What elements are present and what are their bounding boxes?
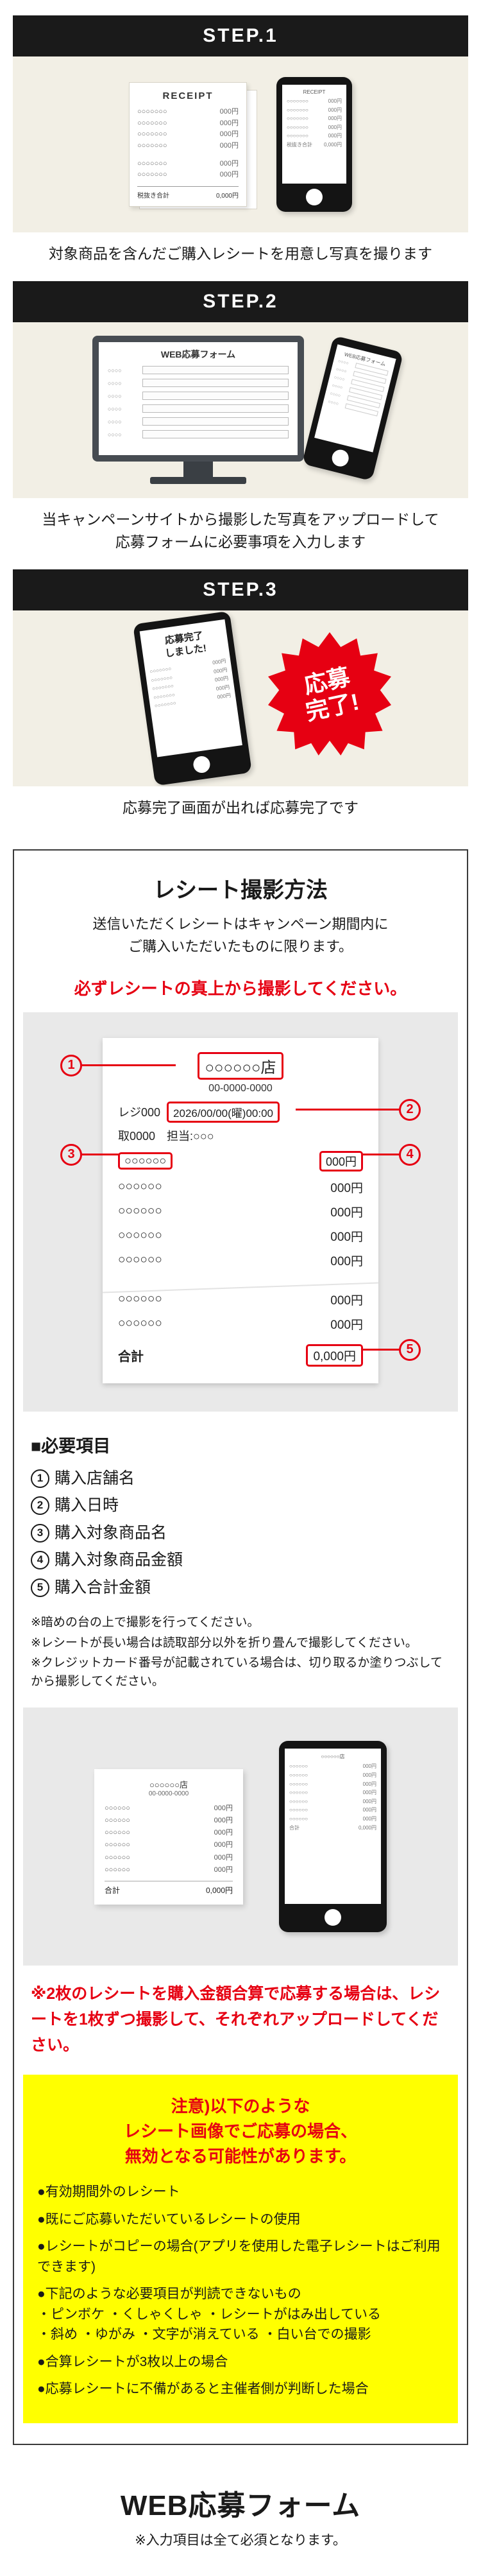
receipt-sample-illustration: ○○○○○○店 00-0000-0000 レジ000 2026/00/00(曜)… [23,1012,458,1412]
step-2-caption: 当キャンペーンサイトから撮影した写真をアップロードして 応募フォームに必要事項を… [42,510,439,551]
phone-home-button-icon [325,1909,341,1926]
smartphone-illustration: ○○○○○○店 ○○○○○○000円 ○○○○○○000円 ○○○○○○000円… [279,1741,387,1933]
smartphone-illustration: 応募完了 しました! ○○○○○○○000円 ○○○○○○○000円 ○○○○○… [133,610,252,786]
shooting-guide-section: レシート撮影方法 送信いただくレシートはキャンペーン期間内に ご購入いただいたも… [13,849,468,2445]
caution-item: ●合算レシートが3枚以上の場合 [37,2354,228,2369]
phone-screen: RECEIPT ○○○○○○○000円 ○○○○○○○000円 ○○○○○○○0… [282,85,346,184]
annotation-line-3 [81,1153,119,1155]
caution-item: ●応募レシートに不備があると主催者側が判断した場合 [37,2382,369,2397]
form-input-illustration [142,379,289,388]
caution-list: ●有効期間外のレシート ●既にご応募いただいているレシートの使用 ●レシートがコ… [37,2182,444,2399]
store-name-highlight: ○○○○○○店 [197,1051,284,1080]
annotation-circle-2: 2 [399,1098,421,1121]
shooting-note: ※レシートが長い場合は読取部分以外を折り畳んで撮影してください。 [31,1636,418,1650]
receipt-stack-illustration: RECEIPT ○○○○○○○000円 ○○○○○○○000円 ○○○○○○○0… [129,82,257,210]
caution-title: 注意)以下のような レシート画像でご応募の場合、 無効となる可能性があります。 [123,2096,357,2166]
form-input-illustration [142,417,289,426]
step-3-illustration: 応募完了 しました! ○○○○○○○000円 ○○○○○○○000円 ○○○○○… [13,610,468,786]
annotation-circle-3: 3 [60,1143,82,1166]
step-2-header: STEP.2 [13,281,468,322]
two-receipts-note: ※2枚のレシートを購入金額合算で応募する場合は、レシートを1枚ずつ撮影して、それ… [31,1985,441,2055]
register-number: レジ000 [118,1106,161,1119]
complete-screen-text: 応募完了 しました! [164,630,207,659]
web-form-screen-title: WEB応募フォーム [160,349,236,360]
photographing-illustration: ○○○○○○店 00-0000-0000 ○○○○○○000円 ○○○○○○00… [23,1707,458,1966]
item-price-highlight: 000円 [319,1150,363,1171]
step-1-illustration: RECEIPT ○○○○○○○000円 ○○○○○○○000円 ○○○○○○○0… [13,56,468,232]
phone-home-button-icon [330,447,351,469]
step-1-label: STEP.1 [203,25,278,46]
guide-warning: 必ずレシートの真上から撮影してください。 [74,978,407,998]
annotation-circle-5: 5 [399,1338,421,1361]
caution-item: ●既にご応募いただいているレシートの使用 [37,2211,301,2227]
phone-screen: 応募完了 しました! ○○○○○○○000円 ○○○○○○○000円 ○○○○○… [139,619,242,757]
annotation-circle-4: 4 [399,1143,421,1166]
shooting-notes-list: ※暗めの台の上で撮影を行ってください。 ※レシートが長い場合は読取部分以外を折り… [31,1614,450,1691]
step-3-header: STEP.3 [13,569,468,610]
step-2-illustration: WEB応募フォーム ○○○○ ○○○○ ○○○○ ○○○○ ○○○○ ○○○○ … [13,322,468,498]
step-1-header: STEP.1 [13,15,468,56]
step-1-caption: 対象商品を含んだご購入レシートを用意し写真を撮ります [49,245,432,262]
phone-screen: WEB応募フォーム ○○○○ ○○○○ ○○○○ ○○○○ ○○○○ ○○○○ [314,343,396,453]
annotation-line-4 [362,1153,400,1155]
phone-home-button-icon [192,755,212,774]
step-2-section: STEP.2 WEB応募フォーム ○○○○ ○○○○ ○○○○ ○○○○ ○○○… [0,281,481,554]
form-input-illustration [142,430,289,439]
phone-home-button-icon [306,189,323,205]
monitor-screen: WEB応募フォーム ○○○○ ○○○○ ○○○○ ○○○○ ○○○○ ○○○○ [99,342,298,456]
caution-box: 注意)以下のような レシート画像でご応募の場合、 無効となる可能性があります。 … [23,2075,458,2423]
complete-badge-text: 応募 完了! [301,662,362,725]
receipt-illustration: RECEIPT ○○○○○○○000円 ○○○○○○○000円 ○○○○○○○0… [129,82,247,207]
total-amount-highlight: 0,000円 [306,1344,363,1367]
form-input-illustration [142,404,289,413]
annotation-circle-1: 1 [60,1054,82,1076]
step-3-section: STEP.3 応募完了 しました! ○○○○○○○000円 ○○○○○○○000… [0,569,481,820]
step-3-label: STEP.3 [203,578,278,600]
receipt-title: RECEIPT [162,91,214,102]
caution-item: ●下記のような必要項目が判読できないもの ・ピンボケ ・くしゃくしゃ ・レシート… [37,2286,382,2342]
complete-badge: 応募 完了! [268,632,391,756]
web-form-title: WEB応募フォーム [120,2489,361,2521]
required-items-title: ■必要項目 [31,1436,111,1456]
web-form-note: ※入力項目は全て必須となります。 [135,2532,346,2548]
smartphone-illustration: WEB応募フォーム ○○○○ ○○○○ ○○○○ ○○○○ ○○○○ ○○○○ [301,335,404,481]
form-input-illustration [142,366,289,375]
datetime-highlight: 2026/00/00(曜)00:00 [167,1101,280,1123]
shooting-note: ※クレジットカード番号が記載されている場合は、切り取るか塗りつぶしてから撮影して… [31,1656,443,1688]
step-2-label: STEP.2 [203,290,278,312]
sample-item-row-highlighted: ○○○○○○ 000円 [118,1150,363,1171]
phone-screen: ○○○○○○店 ○○○○○○000円 ○○○○○○000円 ○○○○○○000円… [285,1749,381,1905]
annotation-line-5 [362,1348,400,1351]
monitor-base [150,477,246,485]
store-phone-number: 00-0000-0000 [208,1082,273,1094]
caution-item: ●有効期間外のレシート [37,2184,180,2200]
step-3-caption: 応募完了画面が出れば応募完了です [122,799,359,816]
receipt-illustration: ○○○○○○店 00-0000-0000 ○○○○○○000円 ○○○○○○00… [94,1768,243,1905]
caution-item: ●レシートがコピーの場合(アプリを使用した電子レシートはご利用できます) [37,2239,441,2274]
monitor-stand [183,462,213,478]
sample-receipt: ○○○○○○店 00-0000-0000 レジ000 2026/00/00(曜)… [103,1037,378,1383]
guide-title: レシート撮影方法 [153,877,328,903]
transaction-line: 取0000 担当:○○○ [118,1129,214,1143]
desktop-monitor-illustration: WEB応募フォーム ○○○○ ○○○○ ○○○○ ○○○○ ○○○○ ○○○○ [92,336,304,485]
smartphone-illustration: RECEIPT ○○○○○○○000円 ○○○○○○○000円 ○○○○○○○0… [276,77,352,212]
annotation-line-1 [81,1064,176,1066]
sample-total-row: 合計 0,000円 [118,1344,363,1367]
item-name-highlight: ○○○○○○ [118,1152,173,1170]
step-1-section: STEP.1 RECEIPT ○○○○○○○000円 ○○○○○○○000円 ○… [0,15,481,266]
form-input-illustration [142,392,289,401]
annotation-line-2 [296,1108,400,1111]
shooting-note: ※暗めの台の上で撮影を行ってください。 [31,1616,260,1630]
guide-intro: 送信いただくレシートはキャンペーン期間内に ご購入いただいたものに限ります。 [92,915,389,955]
